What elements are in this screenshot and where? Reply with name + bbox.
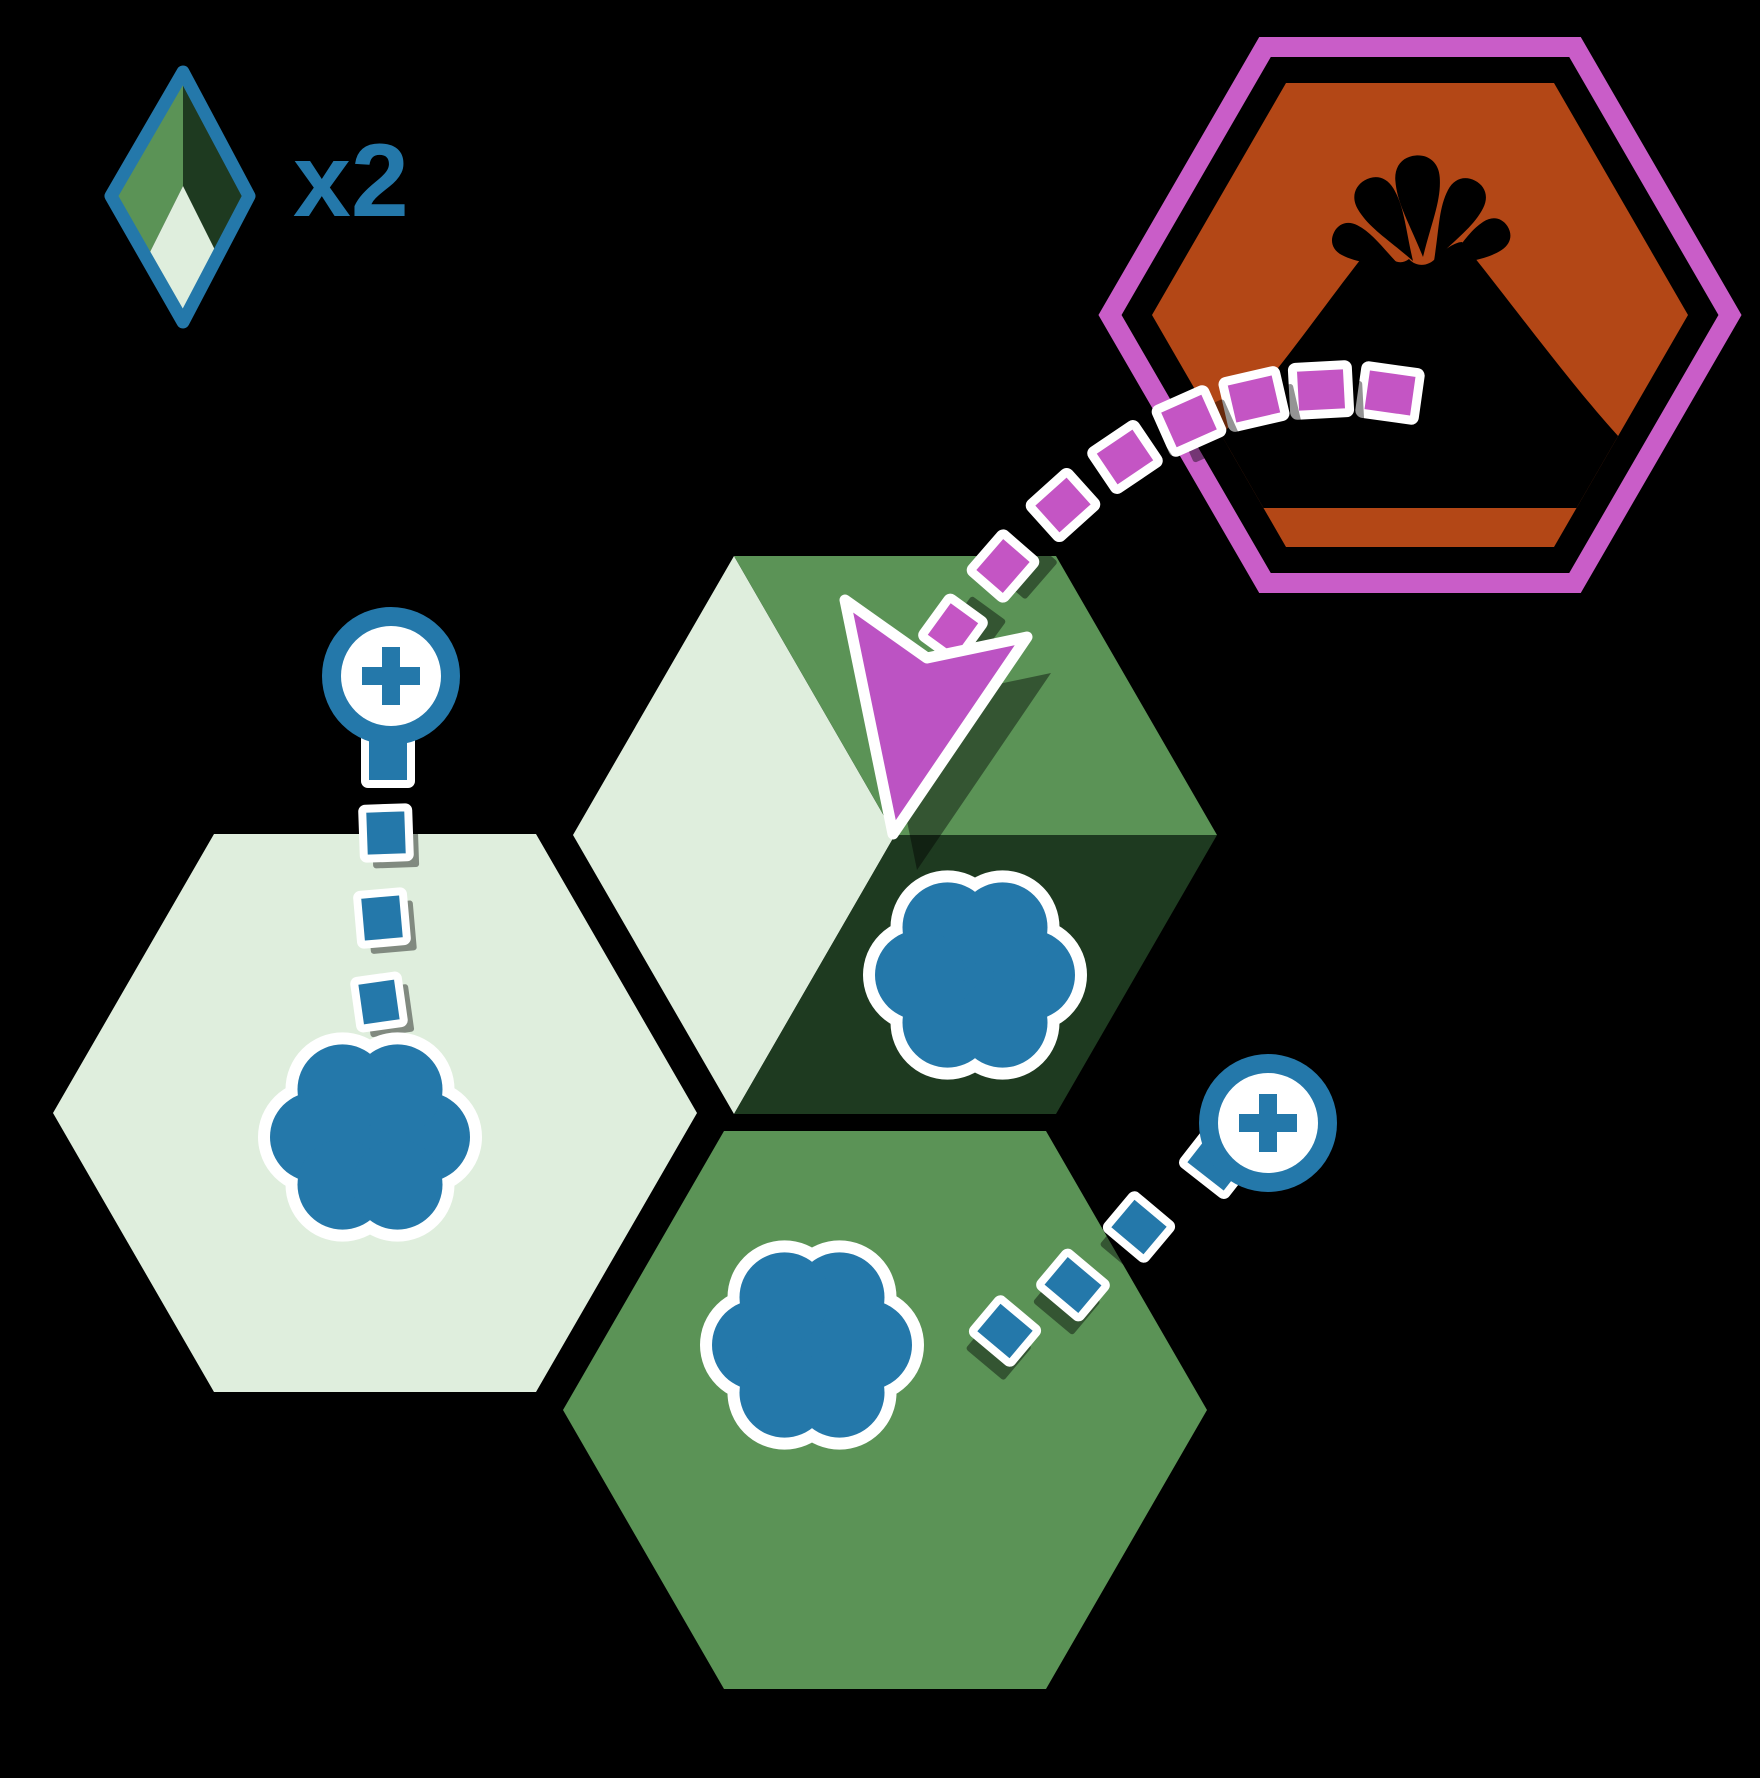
gem-outline: [104, 65, 256, 329]
dashed-path-segment: [966, 529, 1057, 603]
dashed-path-segment: [358, 803, 420, 869]
dashed-path-segment: [1355, 361, 1432, 439]
dashed-path-segment: [966, 1295, 1042, 1380]
blue-dashed-connector-right: [966, 1191, 1176, 1380]
gem-facet-medium: [111, 72, 183, 258]
plus-circle-icon[interactable]: [322, 607, 460, 745]
arrow-down-icon: [839, 594, 1051, 870]
multiplier-label: x2: [293, 123, 409, 239]
dashed-path-segment: [1287, 360, 1365, 432]
gem-facet-dark: [183, 72, 249, 258]
dashed-path-segment: [1025, 467, 1118, 543]
dashed-path-segment: [1100, 1191, 1176, 1276]
magenta-dashed-path: [918, 360, 1432, 665]
blue-dashed-connector-left: [350, 803, 420, 1038]
dashed-path-segment: [1087, 420, 1180, 496]
arrow-shape: [839, 594, 1033, 840]
dashed-path-segment: [1218, 366, 1303, 441]
gem-icon: [104, 65, 256, 329]
dashed-path-segment: [350, 971, 415, 1038]
dashed-path-segment: [353, 887, 417, 954]
volcano-hex-border: [1098, 37, 1742, 593]
flower-token-icon: [700, 1240, 924, 1450]
dashed-path-segment: [1151, 385, 1242, 463]
plus-circle-icon[interactable]: [1199, 1054, 1337, 1192]
flower-token-icon: [863, 870, 1087, 1080]
flower-token-icon: [258, 1032, 482, 1242]
dashed-path-segment: [1033, 1248, 1110, 1335]
